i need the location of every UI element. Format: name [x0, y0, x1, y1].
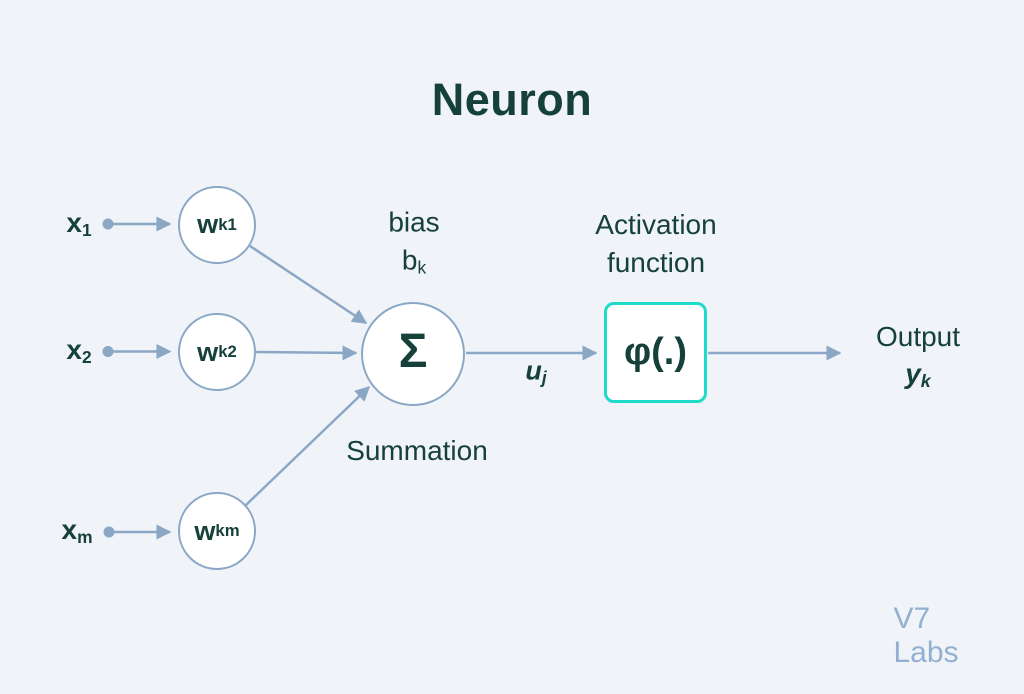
bias-caption-line1: bias — [388, 206, 440, 238]
bias-caption: bias bk — [388, 204, 439, 287]
arrow-wk1-to-sum — [249, 244, 368, 325]
input-label-x1: x1 — [66, 207, 91, 241]
output-base: y — [905, 357, 921, 389]
bias-caption-line2: bk — [388, 242, 439, 287]
output-sub: k — [920, 371, 931, 392]
input-xm-base: x — [61, 514, 78, 546]
input-label-x2: x2 — [66, 334, 91, 368]
input-x1-base: x — [66, 207, 82, 239]
signal-label-uj: uj — [525, 355, 546, 388]
summation-caption: Summation — [346, 435, 488, 466]
activation-function-node: φ(.) — [604, 302, 707, 403]
diagram-title: Neuron — [431, 74, 593, 125]
weight-wk1-base: w — [197, 209, 219, 239]
input1-dot — [102, 218, 114, 230]
v7-labs-watermark: V7 Labs — [893, 602, 959, 669]
input-label-xm: xm — [61, 514, 92, 548]
weight-wk1-sub: k1 — [218, 214, 237, 234]
input-x2-base: x — [66, 334, 82, 366]
activation-caption-line1: Activation — [595, 209, 717, 240]
input3-dot — [103, 526, 115, 538]
activation-caption-line2: function — [606, 247, 706, 278]
signal-sub: j — [541, 367, 547, 388]
arrow-wk2-to-sum — [255, 345, 358, 361]
sigma-symbol: Σ — [398, 325, 428, 378]
phi-symbol: φ(.) — [623, 331, 688, 373]
signal-base: u — [525, 355, 542, 386]
bias-base: b — [401, 244, 418, 276]
input2-dot — [102, 346, 114, 357]
input-xm-sub: m — [77, 526, 93, 547]
arrow-wkm-to-sum — [245, 385, 371, 506]
summation-node: Σ — [361, 301, 465, 406]
output-label: Output — [875, 321, 961, 352]
output-symbol-yk: yk — [905, 358, 931, 392]
weight-wkm-base: w — [194, 515, 216, 546]
weight-wkm-sub: km — [215, 521, 240, 540]
input-x1-sub: 1 — [81, 219, 92, 240]
bias-sub: k — [417, 257, 427, 278]
weight-wk2-sub: k2 — [218, 342, 237, 361]
input-x2-sub: 2 — [81, 346, 92, 367]
weight-wk2-base: w — [197, 336, 219, 367]
activation-caption: Activation function — [595, 206, 716, 282]
